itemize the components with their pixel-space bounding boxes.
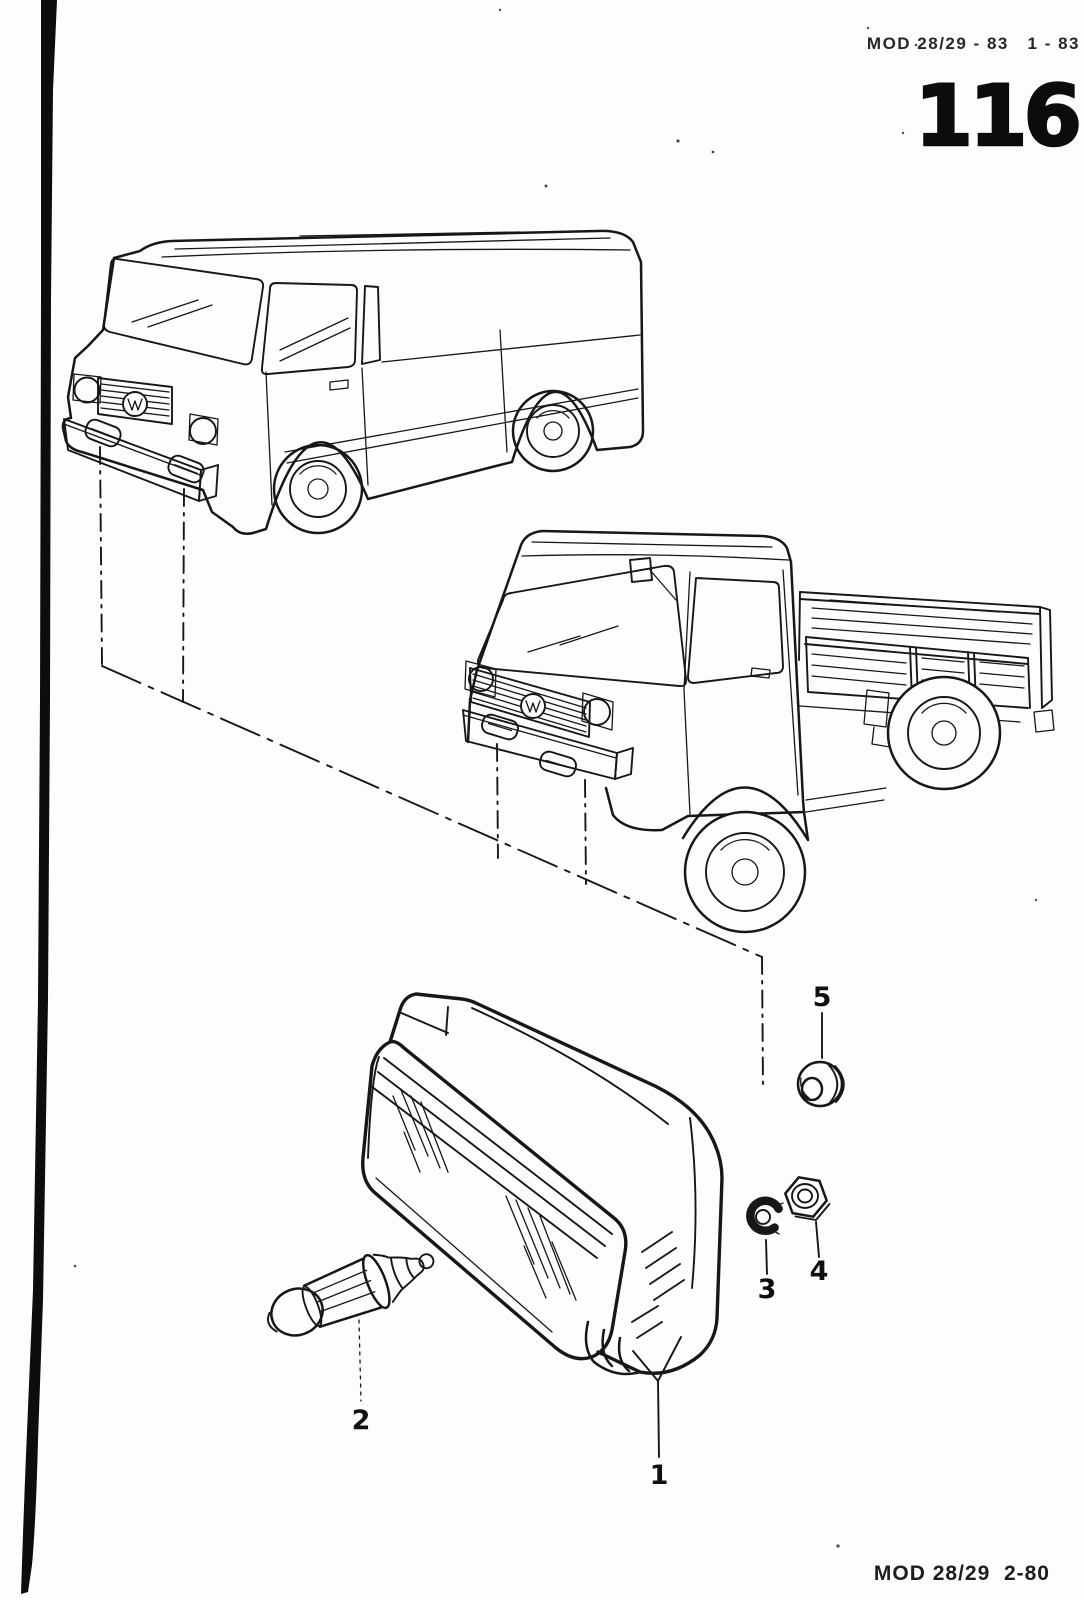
van-wiper-marks [131,299,213,328]
callout-label-4: 4 [810,1256,829,1287]
truck-mirror [629,557,677,601]
fog-lamp-assembly [361,992,724,1376]
truck-headlight-left [464,660,497,698]
van-door-handle [329,379,349,391]
lamp-lens [361,1039,628,1361]
van-door-window [260,282,358,376]
van-windshield [102,257,265,366]
truck-headlight-right [581,692,614,731]
spring-washer-part [746,1196,784,1236]
van-bumper [63,418,219,502]
truck-chassis-lines [805,787,887,813]
truck-windshield [476,564,688,688]
lamp-housing [388,992,724,1376]
van-headlight-left [72,373,102,404]
leader-callout-4 [815,1221,820,1258]
leader-lines [99,446,764,1087]
callout-leaders [358,1012,823,1458]
leader-van-fog-left [99,446,103,665]
van-fog-light-right [167,454,205,484]
van-headlight-right [188,413,219,446]
van-panel-seams [265,329,508,506]
leader-callout-1 [632,1336,682,1458]
callout-label-2: 2 [352,1405,371,1436]
truck-illustration [462,529,1055,934]
van-vw-emblem [122,391,148,417]
header-model-code: MOD 28/29 - 83 1 - 83 [866,34,1080,53]
leader-diagonal [101,665,763,958]
scan-noise [73,8,1038,1548]
truck-fog-light-right [539,750,577,778]
leader-truck-fog-left [496,743,499,859]
van-fog-light-left [84,418,122,448]
lens-rim-lines [367,1056,613,1259]
hex-nut-part [784,1176,831,1221]
van-wheel-rear [511,389,595,473]
leader-truck-fog-right [584,779,587,885]
bulb-part [267,1253,435,1337]
truck-wheel-rear [886,675,1002,791]
housing-vents [631,1231,685,1339]
binding-edge [21,0,57,1594]
truck-cab [466,529,887,842]
grommet-part [796,1060,845,1108]
truck-door-seam [683,571,691,815]
footer-model-code: MOD 28/29 2-80 [873,1562,1050,1585]
truck-vw-emblem [520,693,546,719]
callout-label-3: 3 [758,1274,777,1305]
truck-door-window [687,577,784,684]
truck-door-handle [750,667,771,679]
van-wheel-front [272,443,364,535]
van-mirror-arm [279,317,351,362]
leader-callout-2 [358,1319,362,1402]
van-side-creases [284,334,641,464]
truck-wheel-front [683,810,807,934]
lens-hatching [392,1089,577,1301]
callout-label-5: 5 [813,982,832,1013]
truck-bumper [462,709,634,780]
truck-wiper-marks [527,625,619,653]
van-illustration [61,229,645,535]
leader-callout-3 [765,1239,768,1275]
callout-label-1: 1 [650,1460,669,1491]
van-roof-lines [161,231,631,258]
page-number: 116 [913,67,1083,165]
leader-van-fog-right [182,488,185,703]
van-grille [97,377,173,425]
van-quarter-window [361,285,381,365]
leader-vertical-to-lamp [761,956,764,1087]
truck-fog-light-left [481,713,519,741]
